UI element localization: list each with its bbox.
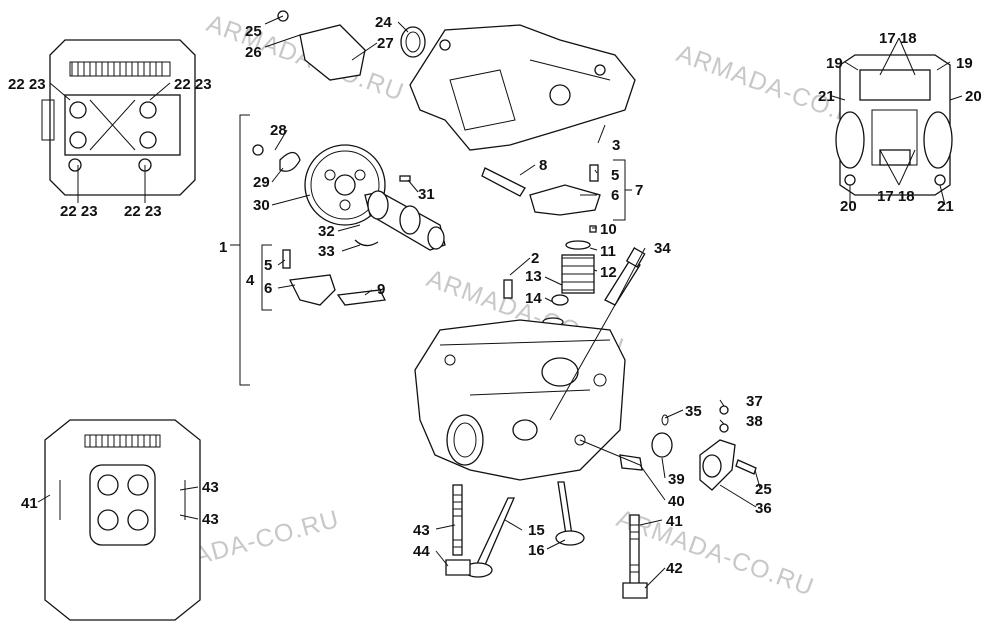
- callout-19b: 19: [956, 55, 973, 72]
- callout-17-18b: 17 18: [877, 188, 915, 205]
- callout-20b: 20: [840, 198, 857, 215]
- callout-34: 34: [654, 240, 671, 257]
- callout-11: 11: [600, 243, 616, 260]
- valve-spring: [542, 225, 597, 327]
- callout-36: 36: [755, 500, 772, 517]
- callout-7: 7: [635, 182, 643, 199]
- callout-35: 35: [685, 403, 702, 420]
- callout-19a: 19: [826, 55, 843, 72]
- callout-40: 40: [668, 493, 685, 510]
- callout-6a: 6: [611, 187, 619, 204]
- dowel-pin: [503, 279, 513, 299]
- head-top-view-left: [41, 39, 196, 196]
- callout-14: 14: [525, 290, 542, 307]
- callout-26: 26: [245, 44, 262, 61]
- seal-ring: [400, 26, 426, 58]
- callout-28: 28: [270, 122, 287, 139]
- callout-1: 1: [219, 239, 227, 256]
- callout-21b: 21: [937, 198, 954, 215]
- pin-31: [399, 175, 411, 182]
- rocker-arm-upper: [481, 164, 601, 216]
- callout-33: 33: [318, 243, 335, 260]
- callout-8: 8: [539, 157, 547, 174]
- callout-2: 2: [531, 250, 539, 267]
- callout-3: 3: [612, 137, 620, 154]
- callout-4: 4: [246, 272, 255, 289]
- head-top-view-right: [835, 54, 953, 196]
- o-ring: [661, 414, 669, 426]
- callout-16: 16: [528, 542, 545, 559]
- spark-plug: [604, 247, 646, 306]
- callout-20a: 20: [965, 88, 982, 105]
- callout-22-23d: 22 23: [124, 203, 162, 220]
- callout-21a: 21: [818, 88, 835, 105]
- callout-15: 15: [528, 522, 545, 539]
- callout-25a: 25: [245, 23, 262, 40]
- callout-38: 38: [746, 413, 763, 430]
- callout-44: 44: [413, 543, 430, 560]
- studs: [445, 484, 648, 599]
- thermostat-housing: [699, 405, 757, 491]
- callout-43c: 43: [413, 522, 430, 539]
- callout-12: 12: [600, 264, 617, 281]
- leader-lines: [37, 15, 963, 589]
- bolt-28: [252, 144, 264, 156]
- cam-gear: [304, 144, 386, 226]
- valve-cover: [409, 24, 636, 151]
- rocker-arm-lower: [282, 249, 386, 306]
- callout-42: 42: [666, 560, 683, 577]
- callout-5b: 5: [264, 257, 272, 274]
- callout-41a: 41: [21, 495, 38, 512]
- callout-22-23b: 22 23: [174, 76, 212, 93]
- callout-32: 32: [318, 223, 335, 240]
- clip-29: [279, 151, 301, 172]
- callout-30: 30: [253, 197, 270, 214]
- callout-24: 24: [375, 14, 392, 31]
- callout-10: 10: [600, 221, 617, 238]
- callout-41b: 41: [666, 513, 683, 530]
- callout-39: 39: [668, 471, 685, 488]
- bracket-lines: [230, 114, 632, 386]
- callout-5a: 5: [611, 167, 619, 184]
- camshaft: [364, 190, 446, 251]
- callout-22-23c: 22 23: [60, 203, 98, 220]
- callout-labels: 1 2 3 4 5 5 6 6 7 8 9 10 11 12 13 14 15 …: [8, 14, 982, 577]
- callout-37: 37: [746, 393, 763, 410]
- callout-25b: 25: [755, 481, 772, 498]
- callout-29: 29: [253, 174, 270, 191]
- callout-6b: 6: [264, 280, 272, 297]
- callout-31: 31: [418, 186, 435, 203]
- valves: [463, 481, 585, 578]
- temp-sensor: [619, 432, 673, 471]
- callout-27: 27: [377, 35, 394, 52]
- callout-43b: 43: [202, 511, 219, 528]
- callout-43a: 43: [202, 479, 219, 496]
- callout-17-18a: 17 18: [879, 30, 917, 47]
- clip-33: [354, 239, 379, 247]
- callout-9: 9: [377, 281, 385, 298]
- callout-22-23a: 22 23: [8, 76, 46, 93]
- callout-13: 13: [525, 268, 542, 285]
- head-bottom-view: [44, 419, 201, 621]
- cylinder-head: [414, 319, 626, 481]
